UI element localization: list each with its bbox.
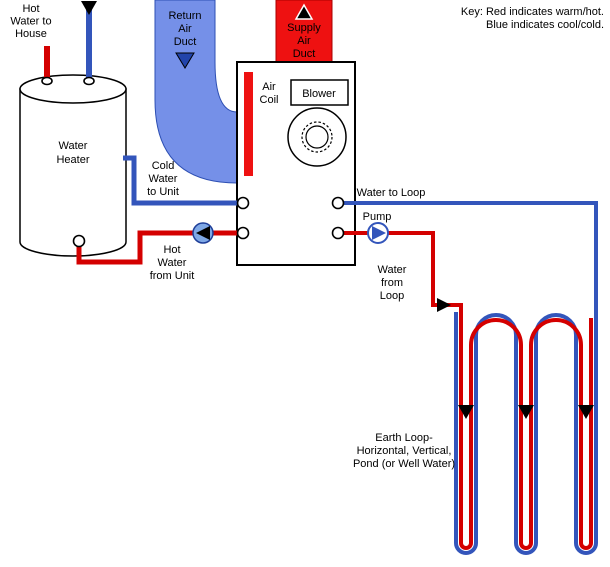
desuperheater-pump-arrow-icon bbox=[196, 226, 210, 240]
supply-air-duct-label: Supply bbox=[287, 22, 321, 34]
flow-arrow-right-icon bbox=[437, 298, 451, 312]
earth-loop-label: Horizontal, Vertical, bbox=[357, 445, 452, 457]
return-air-duct-label: Return bbox=[168, 10, 201, 22]
return-air-duct bbox=[154, 0, 238, 184]
return-air-duct-label: Air bbox=[178, 23, 192, 35]
supply-air-flow-arrow-icon bbox=[294, 3, 314, 20]
hot-water-from-unit-label: Water bbox=[158, 257, 187, 269]
hot-water-to-house-label: Hot bbox=[22, 3, 39, 15]
return-air-duct-label: Duct bbox=[174, 36, 197, 48]
water-heater-tank bbox=[19, 88, 127, 257]
heater-cold-inlet-port bbox=[83, 76, 95, 86]
loop2-flow-arrow-down-icon bbox=[518, 405, 534, 419]
hot-water-to-house-label: Water to bbox=[10, 16, 51, 28]
air-coil-label: Air bbox=[262, 81, 276, 93]
cold-water-to-unit-pipe bbox=[123, 155, 246, 206]
air-coil bbox=[244, 72, 253, 176]
hot-water-from-unit-label: Hot bbox=[163, 244, 180, 256]
blower-fan-ring bbox=[301, 121, 333, 153]
water-to-loop-pipe bbox=[338, 201, 598, 555]
water-to-loop-label: Water to Loop bbox=[357, 187, 426, 199]
hot-water-from-unit-pipe bbox=[76, 230, 246, 265]
blower-label: Blower bbox=[302, 88, 336, 100]
key-line-1: Key: Red indicates warm/hot. bbox=[461, 6, 604, 18]
hot-water-to-house-label: House bbox=[15, 28, 47, 40]
pump-label: Pump bbox=[363, 211, 392, 223]
unit-cold-in-port bbox=[236, 196, 250, 210]
blower-housing bbox=[290, 79, 349, 106]
heater-bottom-port bbox=[72, 234, 86, 248]
air-coil-label: Coil bbox=[260, 94, 279, 106]
cold-water-to-unit-label: to Unit bbox=[147, 186, 179, 198]
water-from-loop-pipe bbox=[338, 231, 593, 550]
water-heater-label: Heater bbox=[56, 154, 89, 166]
unit-loop-out-port bbox=[331, 196, 345, 210]
water-from-loop-label: Water bbox=[378, 264, 407, 276]
loop3-flow-arrow-down-icon bbox=[578, 405, 594, 419]
water-from-loop-label: Loop bbox=[380, 290, 404, 302]
water-heater-label: Water bbox=[59, 140, 88, 152]
flow-arrow-down-icon bbox=[81, 1, 97, 15]
heater-hot-outlet-port bbox=[41, 76, 53, 86]
water-from-loop-label: from bbox=[381, 277, 403, 289]
water-heater-tank-top bbox=[19, 74, 127, 104]
loop-pump-arrow-icon bbox=[372, 226, 386, 240]
blower-fan-hub bbox=[305, 125, 329, 149]
supply-air-duct-label: Duct bbox=[293, 48, 316, 60]
unit-loop-in-port bbox=[331, 226, 345, 240]
earth-loop-label: Pond (or Well Water) bbox=[353, 458, 455, 470]
loop1-flow-arrow-down-icon bbox=[458, 405, 474, 419]
cold-water-to-unit-label: Cold bbox=[152, 160, 175, 172]
key-line-2: Blue indicates cool/cold. bbox=[486, 19, 604, 31]
supply-air-duct-label: Air bbox=[297, 35, 311, 47]
unit-hot-out-port bbox=[236, 226, 250, 240]
return-air-flow-arrow-icon bbox=[175, 52, 195, 69]
cold-water-to-unit-label: Water bbox=[149, 173, 178, 185]
hot-water-from-unit-label: from Unit bbox=[150, 270, 195, 282]
earth-loop-label: Earth Loop- bbox=[375, 432, 433, 444]
